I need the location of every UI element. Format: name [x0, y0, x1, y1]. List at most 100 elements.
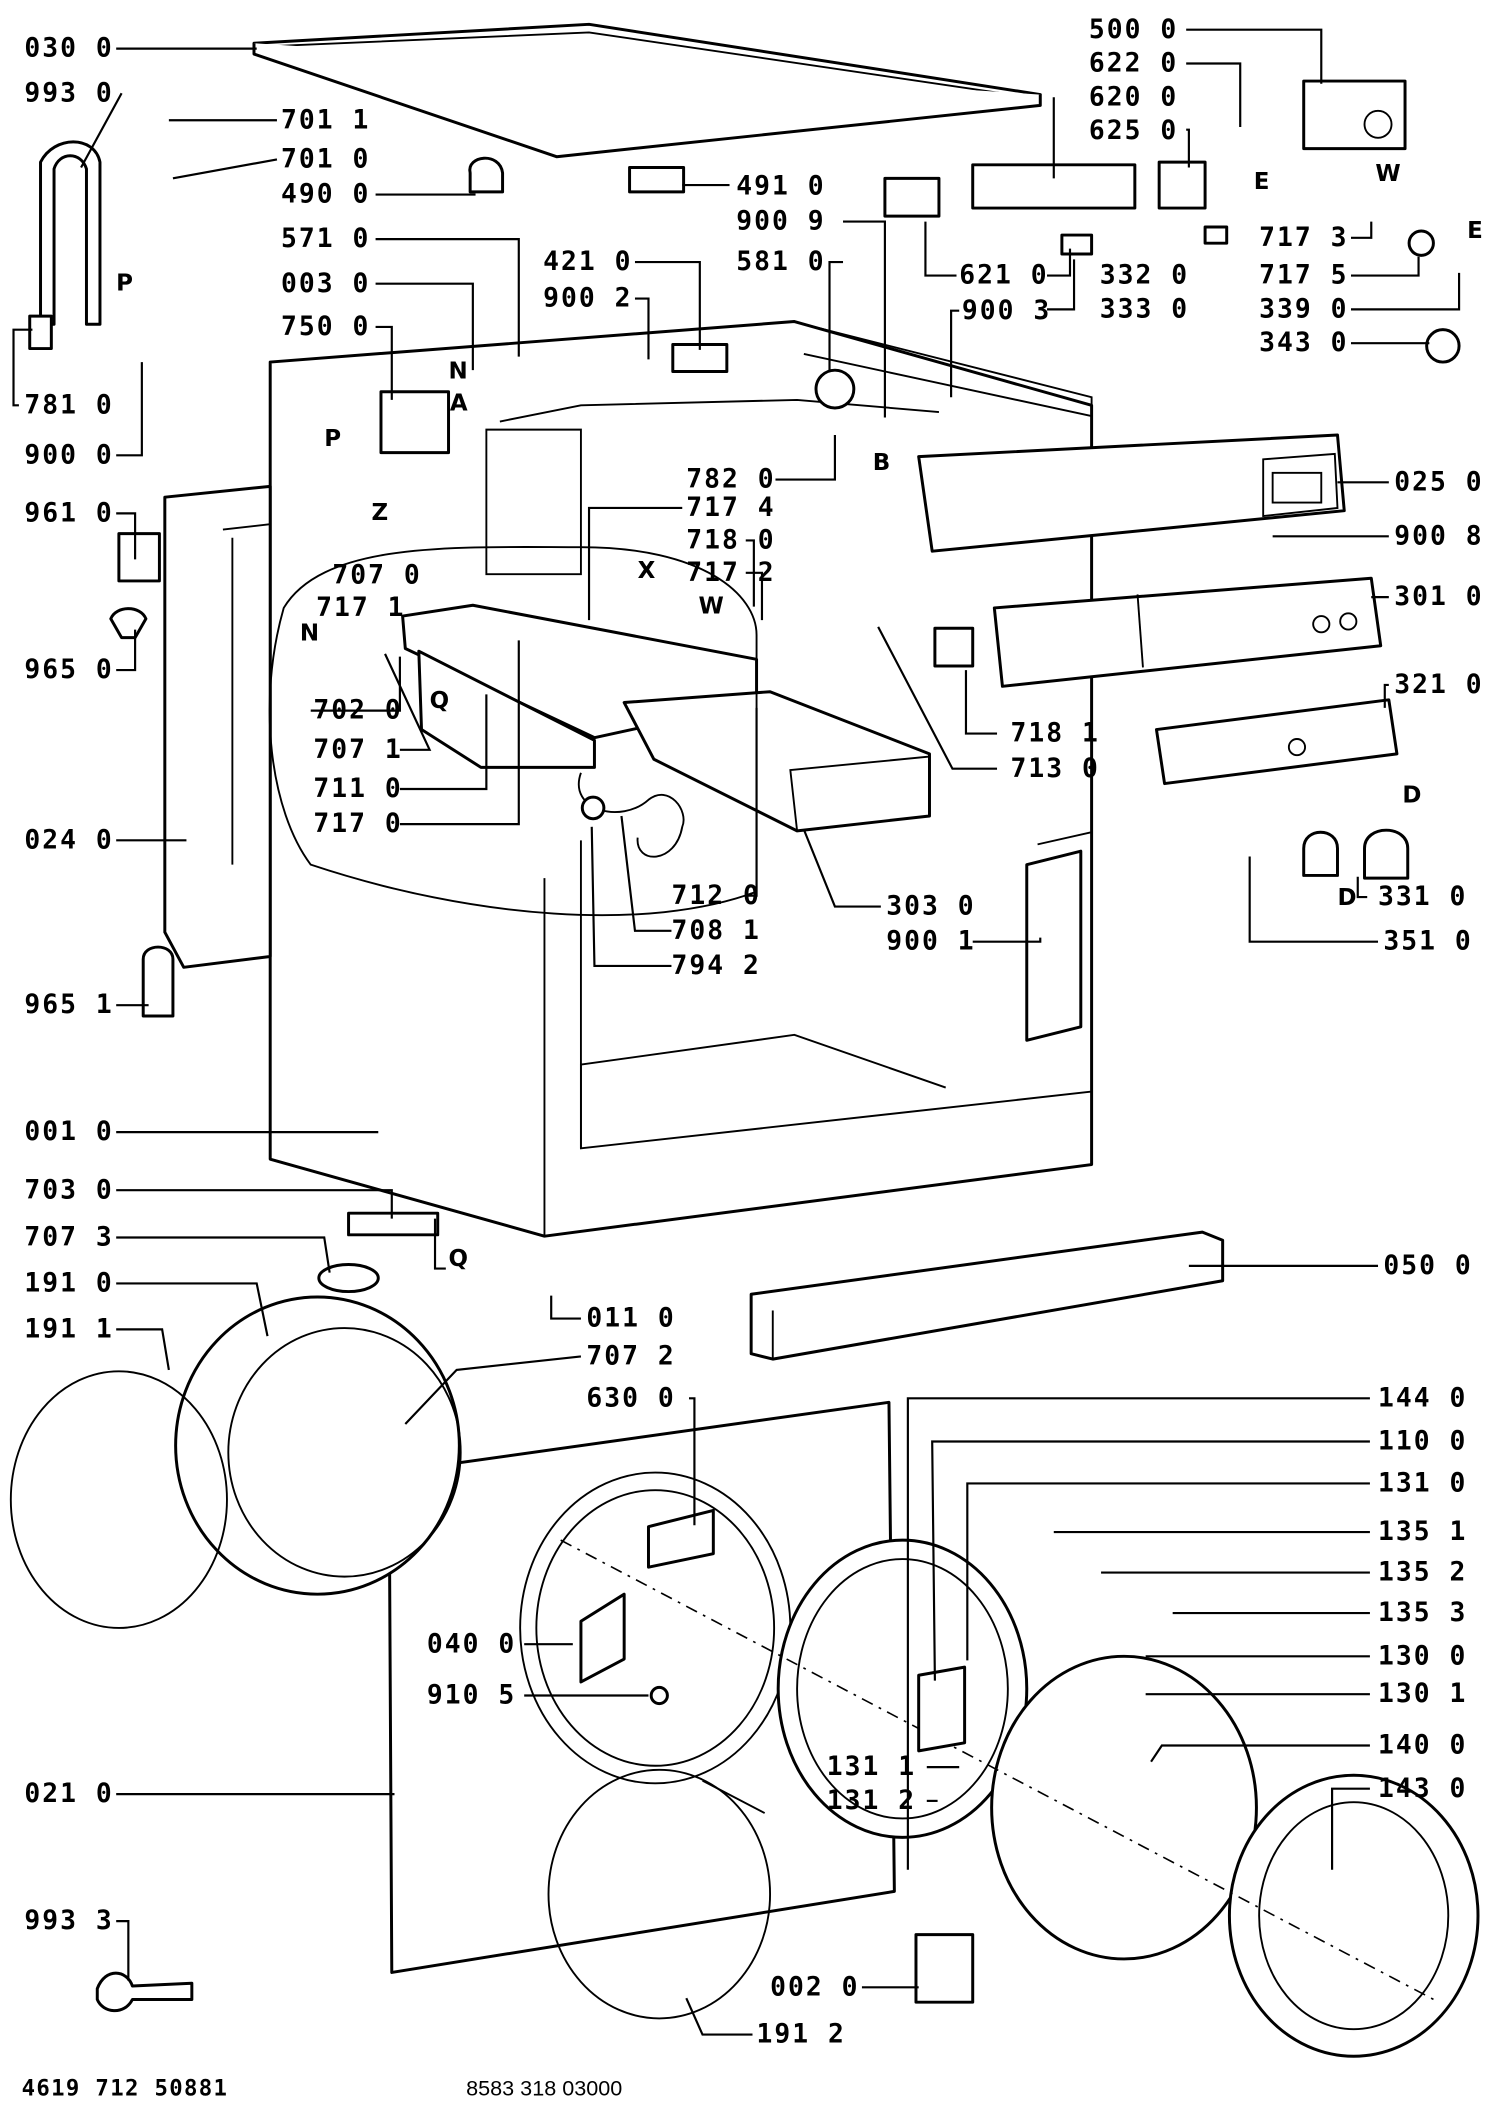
- letter-p-left: P: [116, 270, 133, 296]
- letter-a: A: [450, 391, 468, 417]
- label-717-4: 717 4: [686, 493, 775, 523]
- letter-b: B: [873, 450, 891, 476]
- label-703-0: 703 0: [24, 1175, 113, 1205]
- label-900-0: 900 0: [24, 440, 113, 470]
- label-135-3: 135 3: [1378, 1598, 1467, 1628]
- letter-q-mid: Q: [430, 688, 450, 714]
- door-ring-parts: [547, 1538, 1480, 2058]
- label-191-1: 191 1: [24, 1314, 113, 1344]
- label-130-1: 130 1: [1378, 1679, 1467, 1709]
- letter-w-mid: W: [698, 593, 723, 619]
- label-900-9: 900 9: [736, 207, 825, 237]
- letter-z: Z: [372, 500, 389, 526]
- letter-q-low: Q: [449, 1246, 469, 1272]
- letter-w-right: W: [1375, 161, 1400, 187]
- label-900-2: 900 2: [543, 284, 632, 314]
- label-620-0: 620 0: [1089, 82, 1178, 112]
- label-333-0: 333 0: [1100, 294, 1189, 324]
- label-024-0: 024 0: [24, 825, 113, 855]
- label-050-0: 050 0: [1383, 1251, 1472, 1281]
- tub-front-part: [9, 1295, 462, 1629]
- label-321-0: 321 0: [1394, 670, 1483, 700]
- label-301-0: 301 0: [1394, 582, 1483, 612]
- letter-d-top: D: [1402, 782, 1421, 808]
- label-625-0: 625 0: [1089, 116, 1178, 146]
- label-332-0: 332 0: [1100, 261, 1189, 291]
- label-021-0: 021 0: [24, 1779, 113, 1809]
- label-131-0: 131 0: [1378, 1469, 1467, 1499]
- rear-panel-part: [163, 484, 272, 969]
- label-717-1: 717 1: [316, 593, 405, 623]
- label-965-0: 965 0: [24, 655, 113, 685]
- label-421-0: 421 0: [543, 247, 632, 277]
- letter-x: X: [638, 558, 656, 584]
- label-718-0: 718 0: [686, 526, 775, 556]
- detail-outline: [268, 546, 758, 917]
- label-965-1: 965 1: [24, 990, 113, 1020]
- label-717-2: 717 2: [686, 558, 775, 588]
- detail-letters: P P N A Z B X W N Q W E E D D Q: [116, 161, 1483, 1272]
- label-621-0: 621 0: [959, 261, 1048, 291]
- fascia-panel-part: [992, 576, 1383, 688]
- label-191-0: 191 0: [24, 1269, 113, 1299]
- label-030-0: 030 0: [24, 34, 113, 64]
- leader-lines: [12, 28, 1461, 2036]
- label-900-3: 900 3: [962, 296, 1051, 326]
- label-140-0: 140 0: [1378, 1731, 1467, 1761]
- control-panel-frame-part: [917, 433, 1346, 553]
- label-339-0: 339 0: [1259, 294, 1348, 324]
- label-993-3: 993 3: [24, 1906, 113, 1936]
- label-711-0: 711 0: [313, 774, 402, 804]
- kick-plate-part: [749, 1230, 1225, 1361]
- label-351-0: 351 0: [1383, 927, 1472, 957]
- letter-n-left: N: [300, 620, 319, 646]
- label-782-0: 782 0: [686, 465, 775, 495]
- label-993-0: 993 0: [24, 78, 113, 108]
- footer-left-code: 4619 712 50881: [22, 2075, 229, 2101]
- letter-e-mid: E: [1254, 169, 1270, 195]
- label-130-0: 130 0: [1378, 1641, 1467, 1671]
- label-707-0: 707 0: [332, 561, 421, 591]
- label-135-2: 135 2: [1378, 1558, 1467, 1588]
- label-144-0: 144 0: [1378, 1383, 1467, 1413]
- drawing-area: 030 0 993 0 701 1 701 0 490 0 571 0 003 …: [9, 15, 1483, 2101]
- label-003-0: 003 0: [281, 269, 370, 299]
- top-lid-part: [252, 22, 1042, 159]
- label-110-0: 110 0: [1378, 1427, 1467, 1457]
- label-131-2: 131 2: [827, 1786, 916, 1816]
- label-712-0: 712 0: [671, 881, 760, 911]
- label-490-0: 490 0: [281, 180, 370, 210]
- label-331-0: 331 0: [1378, 882, 1467, 912]
- label-961-0: 961 0: [24, 498, 113, 528]
- label-622-0: 622 0: [1089, 49, 1178, 79]
- label-900-8: 900 8: [1394, 521, 1483, 551]
- label-718-1: 718 1: [1011, 719, 1100, 749]
- small-parts: [28, 79, 1461, 2013]
- letter-n-top: N: [449, 358, 468, 384]
- label-571-0: 571 0: [281, 224, 370, 254]
- label-303-0: 303 0: [886, 892, 975, 922]
- label-707-2: 707 2: [586, 1342, 675, 1372]
- label-135-1: 135 1: [1378, 1517, 1467, 1547]
- label-750-0: 750 0: [281, 312, 370, 342]
- label-701-0: 701 0: [281, 145, 370, 175]
- label-500-0: 500 0: [1089, 15, 1178, 45]
- program-plate-part: [1154, 698, 1399, 786]
- label-900-1: 900 1: [886, 927, 975, 957]
- label-143-0: 143 0: [1378, 1774, 1467, 1804]
- label-707-3: 707 3: [24, 1223, 113, 1253]
- label-001-0: 001 0: [24, 1117, 113, 1147]
- label-781-0: 781 0: [24, 390, 113, 420]
- footer-right-code: 8583 318 03000: [466, 2075, 622, 2100]
- label-910-5: 910 5: [427, 1681, 516, 1711]
- label-701-1: 701 1: [281, 105, 370, 135]
- label-707-1: 707 1: [313, 735, 402, 765]
- label-581-0: 581 0: [736, 247, 825, 277]
- label-491-0: 491 0: [736, 172, 825, 202]
- label-717-0: 717 0: [313, 809, 402, 839]
- label-708-1: 708 1: [671, 916, 760, 946]
- letter-e-right: E: [1467, 218, 1483, 244]
- label-025-0: 025 0: [1394, 467, 1483, 497]
- label-002-0: 002 0: [770, 1972, 859, 2002]
- footer: 4619 712 50881 8583 318 03000: [22, 2075, 623, 2101]
